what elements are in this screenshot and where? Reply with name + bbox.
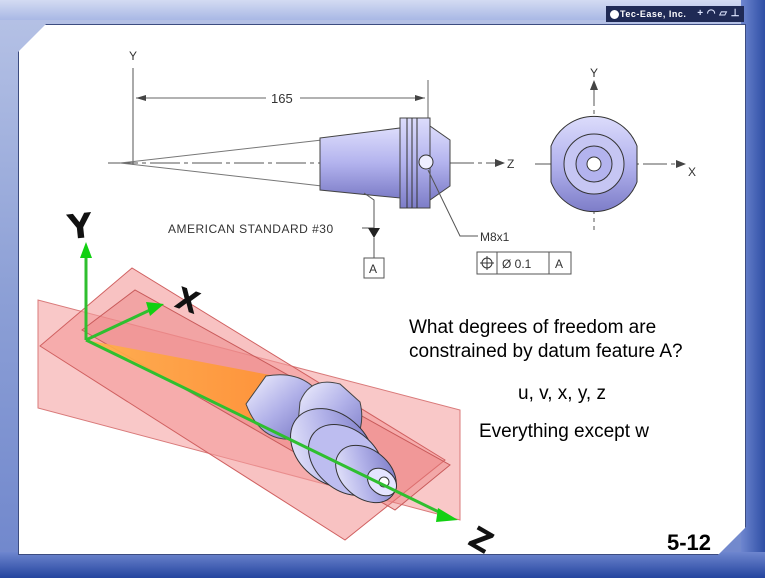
- brand-name: Tec-Ease, Inc.: [620, 9, 687, 19]
- iso-x-axis: [85, 308, 151, 342]
- gdt-symbols-icon: + ◠ ▱ ⊥: [697, 8, 740, 19]
- slide-number: 5-12: [667, 530, 712, 555]
- end-view-hole: [586, 156, 602, 172]
- question-text: What degrees of freedom are constrained …: [409, 317, 683, 362]
- answer-constrained-dof: u, v, x, y, z: [518, 383, 606, 404]
- iso-y-arrow-icon: [80, 242, 92, 258]
- slide-frame-bottom: [0, 552, 765, 578]
- iso-z-arrow-icon: [436, 508, 458, 522]
- dimension-bg: [266, 90, 300, 106]
- taper-projection-line: [119, 139, 323, 164]
- iso-x-arrow-icon: [146, 302, 164, 316]
- thread-note: M8x1: [480, 230, 510, 244]
- z-axis-label: Z: [507, 157, 514, 171]
- answer-explanation: Everything except w: [479, 421, 650, 442]
- thread-leader: [427, 169, 478, 237]
- threaded-hole: [418, 154, 434, 170]
- taper-note: AMERICAN STANDARD #30: [168, 222, 334, 236]
- taper-body: [319, 127, 401, 199]
- datum-triangle-icon: [368, 228, 380, 238]
- iso-tool-holder: [245, 374, 397, 504]
- nose: [429, 125, 451, 201]
- fcf-tolerance: Ø 0.1: [502, 257, 532, 271]
- brand-logo: Tec-Ease, Inc. + ◠ ▱ ⊥: [606, 6, 744, 22]
- position-icon: [480, 256, 494, 270]
- end-view-y-label: Y: [590, 66, 598, 80]
- isometric-view: Y X Z: [37, 206, 499, 561]
- brand-mark-icon: [609, 9, 620, 20]
- feature-control-frame: Ø 0.1 A: [476, 251, 572, 275]
- taper-projection-line: [119, 162, 323, 187]
- end-view: Y X: [535, 66, 696, 230]
- dimension-165: 165: [271, 91, 293, 106]
- side-view: Y Z 165 AMERICAN STANDARD #30 A M8x1: [108, 49, 572, 279]
- end-y-arrow-icon: [590, 80, 598, 90]
- y-axis-label: Y: [129, 49, 137, 63]
- datum-label: A: [369, 262, 377, 276]
- iso-y-label: Y: [65, 206, 95, 248]
- end-x-arrow-icon: [676, 160, 686, 168]
- fcf-datum: A: [555, 257, 563, 271]
- iso-z-axis: [85, 338, 446, 517]
- iso-z-label: Z: [462, 520, 498, 561]
- end-view-x-label: X: [688, 165, 696, 179]
- datum-box: [363, 257, 385, 279]
- z-arrow-icon: [495, 159, 505, 167]
- slide-frame-top: [0, 0, 765, 20]
- taper-leader: [362, 192, 375, 229]
- dim-arrow-icon: [415, 95, 425, 101]
- dim-arrow-icon: [136, 95, 146, 101]
